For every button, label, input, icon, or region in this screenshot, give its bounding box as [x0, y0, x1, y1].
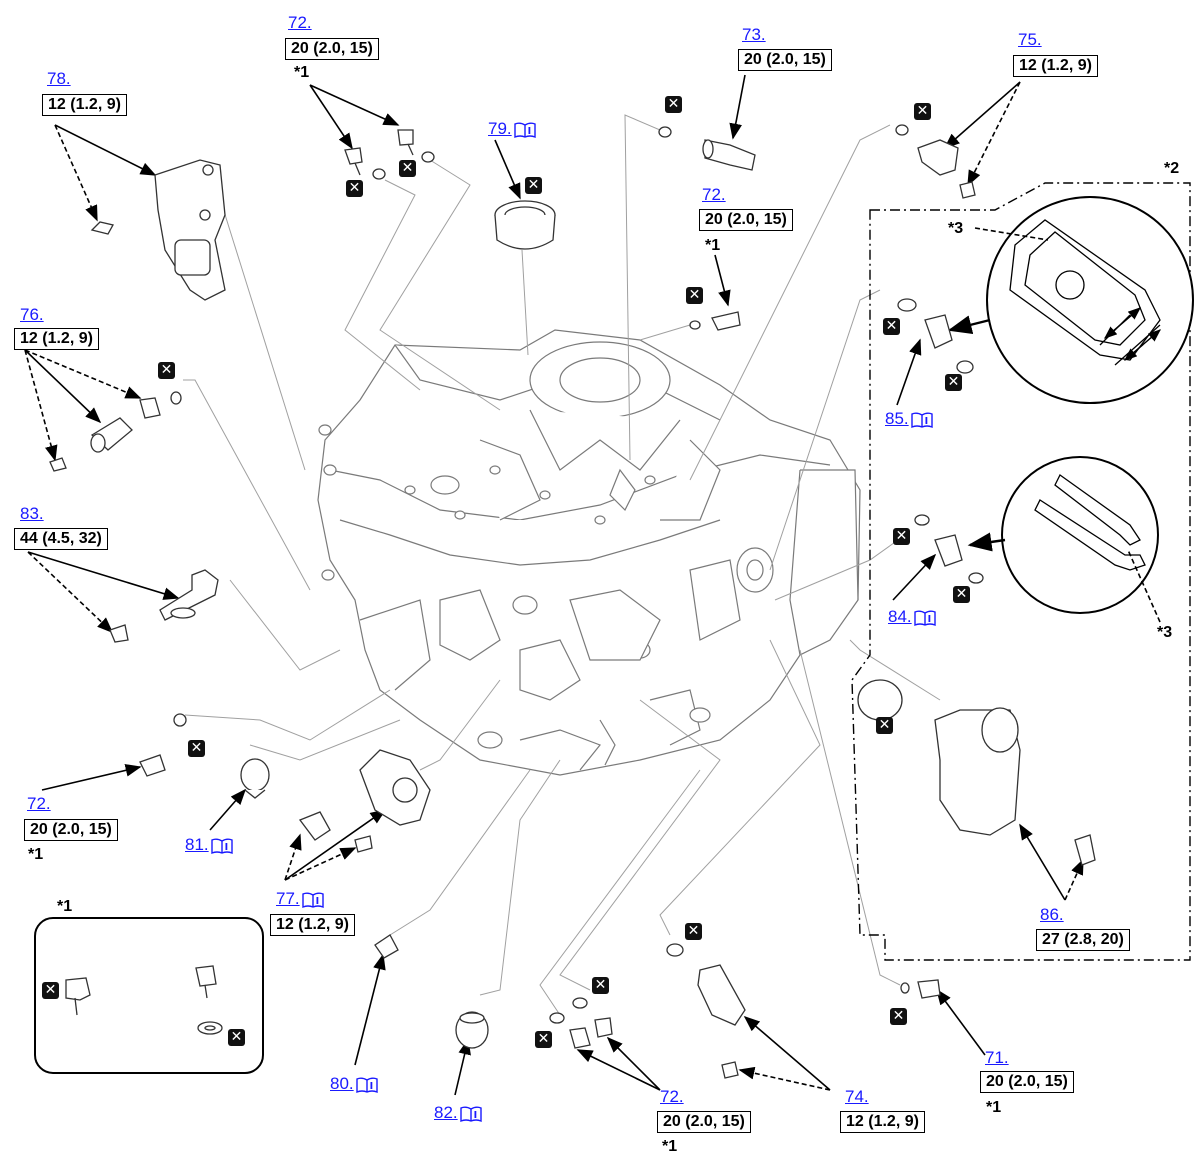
replace-mark: ✕	[399, 160, 416, 177]
part-72-top-bolts	[344, 129, 435, 180]
callout-85-link[interactable]: 85.	[885, 410, 933, 428]
replace-mark: ✕	[592, 977, 609, 994]
callout-78-torque: 12 (1.2, 9)	[42, 94, 127, 116]
manual-book-icon	[459, 1106, 482, 1122]
callout-83-link[interactable]: 83.	[20, 504, 44, 523]
part-86-pump-assembly	[857, 679, 1096, 866]
callout-76-link[interactable]: 76.	[20, 305, 44, 324]
callout-72-link[interactable]: 72.	[702, 185, 726, 204]
callout-77-link[interactable]: 77.	[276, 890, 324, 908]
replace-mark: ✕	[665, 96, 682, 113]
callout-86-torque: 27 (2.8, 20)	[1036, 929, 1130, 951]
callout-76-torque: 12 (1.2, 9)	[14, 328, 99, 350]
callout-86-link[interactable]: 86.	[1040, 905, 1064, 924]
callout-71-link[interactable]: 71.	[985, 1048, 1009, 1067]
section-2-outline	[851, 182, 1191, 961]
callout-72-link[interactable]: 72.	[288, 13, 312, 32]
callout-72-torque: 20 (2.0, 15)	[285, 38, 379, 60]
manual-book-icon	[210, 838, 233, 854]
callout-72-note: *1	[662, 1138, 678, 1155]
callout-74-link[interactable]: 74.	[845, 1087, 869, 1106]
callout-81-link[interactable]: 81.	[185, 836, 233, 854]
replace-mark: ✕	[525, 177, 542, 194]
manual-book-icon	[355, 1077, 378, 1093]
part-72-right-bolt	[689, 311, 741, 331]
part-83-bracket	[109, 569, 219, 643]
part-85-solenoid	[897, 298, 974, 374]
detail-3-marker-top: *3	[948, 220, 964, 237]
callout-72-note: *1	[705, 237, 721, 254]
callout-72-link[interactable]: 72.	[660, 1087, 684, 1106]
callout-72-note: *1	[294, 64, 310, 81]
part-73-sensor	[658, 126, 756, 171]
part-72-left-bolt	[139, 713, 187, 777]
part-77-sensor	[298, 749, 431, 853]
callout-73-torque: 20 (2.0, 15)	[738, 49, 832, 71]
replace-mark: ✕	[188, 740, 205, 757]
replace-mark: ✕	[228, 1029, 245, 1046]
part-79-oil-seal	[494, 200, 556, 250]
replace-mark: ✕	[945, 374, 962, 391]
replace-mark: ✕	[346, 180, 363, 197]
part-80-clip	[374, 934, 399, 959]
legend-title: *1	[57, 898, 73, 915]
replace-mark: ✕	[158, 362, 175, 379]
callout-84-link[interactable]: 84.	[888, 608, 936, 626]
callout-72-torque: 20 (2.0, 15)	[699, 209, 793, 231]
callout-74-torque: 12 (1.2, 9)	[840, 1111, 925, 1133]
callout-79-link[interactable]: 79.	[488, 120, 536, 138]
callout-78-link[interactable]: 78.	[47, 69, 71, 88]
callout-72-link[interactable]: 72.	[27, 794, 51, 813]
detail-circle-bottom	[1001, 456, 1159, 614]
callout-72-torque: 20 (2.0, 15)	[657, 1111, 751, 1133]
section-2-marker: *2	[1164, 160, 1180, 177]
callout-71-note: *1	[986, 1099, 1002, 1116]
manual-book-icon	[301, 892, 324, 908]
part-82-plug	[455, 1011, 489, 1049]
callout-82-link[interactable]: 82.	[434, 1104, 482, 1122]
part-75-sensor	[895, 124, 976, 199]
callout-arrows	[24, 74, 1161, 1096]
leader-lines	[183, 114, 941, 1016]
replace-mark: ✕	[914, 103, 931, 120]
part-76-sensor	[49, 391, 182, 472]
replace-mark: ✕	[686, 287, 703, 304]
replace-mark: ✕	[876, 717, 893, 734]
transmission-case	[317, 329, 861, 776]
callout-75-torque: 12 (1.2, 9)	[1013, 55, 1098, 77]
manual-book-icon	[910, 412, 933, 428]
replace-mark: ✕	[535, 1031, 552, 1048]
callout-77-torque: 12 (1.2, 9)	[270, 914, 355, 936]
part-71-bolt	[900, 979, 941, 999]
part-78-sensor-bracket	[90, 159, 226, 301]
callout-73-link[interactable]: 73.	[742, 25, 766, 44]
detail-circle-top	[986, 196, 1194, 404]
part-72-bottom-bolts	[549, 997, 613, 1049]
callout-83-torque: 44 (4.5, 32)	[14, 528, 108, 550]
detail-3-marker-bottom: *3	[1157, 624, 1173, 641]
callout-72-torque: 20 (2.0, 15)	[24, 819, 118, 841]
callout-71-torque: 20 (2.0, 15)	[980, 1071, 1074, 1093]
replace-mark: ✕	[953, 586, 970, 603]
replace-mark: ✕	[42, 982, 59, 999]
part-84-solenoid	[914, 514, 984, 584]
replace-mark: ✕	[685, 923, 702, 940]
replace-mark: ✕	[893, 528, 910, 545]
callout-80-link[interactable]: 80.	[330, 1075, 378, 1093]
replace-mark: ✕	[883, 318, 900, 335]
replace-mark: ✕	[890, 1008, 907, 1025]
part-74-sensor	[666, 943, 746, 1079]
part-81-plug	[240, 758, 270, 799]
manual-book-icon	[513, 122, 536, 138]
callout-75-link[interactable]: 75.	[1018, 30, 1042, 49]
callout-72-note: *1	[28, 846, 44, 863]
manual-book-icon	[913, 610, 936, 626]
